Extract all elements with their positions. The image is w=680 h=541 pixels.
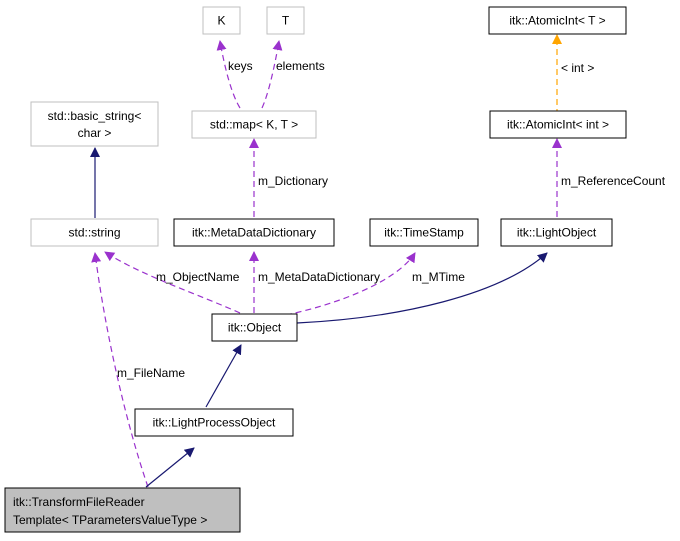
edge-inherit-lightprocess [205,344,242,408]
node-k[interactable]: K [202,6,241,35]
edge-elements [261,40,283,109]
edge-mtime [275,252,416,318]
edge-labels: keys elements < int > m_Dictionary m_Ref… [117,59,666,380]
node-timestamp-label: itk::TimeStamp [384,226,464,240]
node-atomic-int-int[interactable]: itk::AtomicInt< int > [489,110,627,139]
edge-keys [216,40,241,109]
edge-inherit-reader [145,447,195,488]
node-light-object-label: itk::LightObject [517,226,597,240]
label-file-name: m_FileName [117,366,185,380]
node-transform-file-reader[interactable]: itk::TransformFileReader Template< TPara… [4,487,241,533]
label-int-param: < int > [561,61,594,75]
label-meta-data-dictionary: m_MetaDataDictionary [258,270,380,284]
label-mtime: m_MTime [412,270,465,284]
node-k-label: K [217,14,225,28]
node-atomic-int-t-label: itk::AtomicInt< T > [509,14,605,28]
nodes: K T itk::AtomicInt< T > std::basic_strin… [4,6,627,533]
edges [90,34,562,488]
node-basic-string[interactable]: std::basic_string< char > [30,101,159,147]
node-atomic-int-int-label: itk::AtomicInt< int > [507,118,609,132]
node-object-label: itk::Object [228,321,282,335]
node-t[interactable]: T [266,6,305,35]
node-transform-file-reader-line1: itk::TransformFileReader [13,495,145,509]
node-atomic-int-t[interactable]: itk::AtomicInt< T > [488,6,627,35]
node-light-process-object-label: itk::LightProcessObject [153,416,276,430]
node-basic-string-line1: std::basic_string< [48,109,142,123]
edge-object-name [104,251,241,314]
node-transform-file-reader-line2: Template< TParametersValueType > [13,513,207,527]
label-keys: keys [228,59,253,73]
node-std-string[interactable]: std::string [30,218,159,247]
label-elements: elements [276,59,325,73]
node-object[interactable]: itk::Object [211,313,298,342]
node-meta-data-dictionary-label: itk::MetaDataDictionary [192,226,316,240]
label-reference-count: m_ReferenceCount [561,174,666,188]
node-timestamp[interactable]: itk::TimeStamp [369,218,479,247]
edge-file-name [91,252,149,488]
node-t-label: T [282,14,290,28]
node-meta-data-dictionary[interactable]: itk::MetaDataDictionary [173,218,335,247]
label-object-name: m_ObjectName [156,270,240,284]
node-light-object[interactable]: itk::LightObject [500,218,613,247]
edge-inherit-object [296,252,548,324]
node-std-string-label: std::string [68,226,120,240]
label-dictionary: m_Dictionary [258,174,328,188]
node-basic-string-line2: char > [78,126,112,140]
node-std-map[interactable]: std::map< K, T > [191,110,317,139]
node-light-process-object[interactable]: itk::LightProcessObject [134,408,294,437]
node-std-map-label: std::map< K, T > [210,118,298,132]
